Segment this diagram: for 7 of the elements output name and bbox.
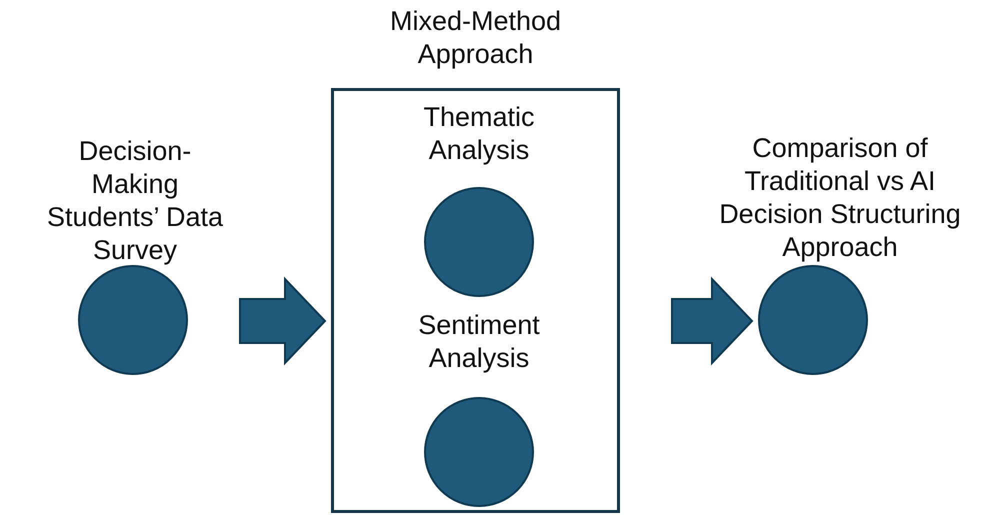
node-label: Decision-Making Students’ Data Survey — [46, 135, 224, 267]
node-label: Sentiment Analysis — [417, 309, 541, 375]
block-arrow — [671, 276, 754, 366]
node-label: Comparison of Traditional vs AI Decision Structuring Approach — [718, 132, 962, 264]
block-arrow — [239, 276, 326, 366]
node-label: Mixed-Method Approach — [388, 5, 562, 71]
node-label: Thematic Analysis — [422, 101, 536, 167]
